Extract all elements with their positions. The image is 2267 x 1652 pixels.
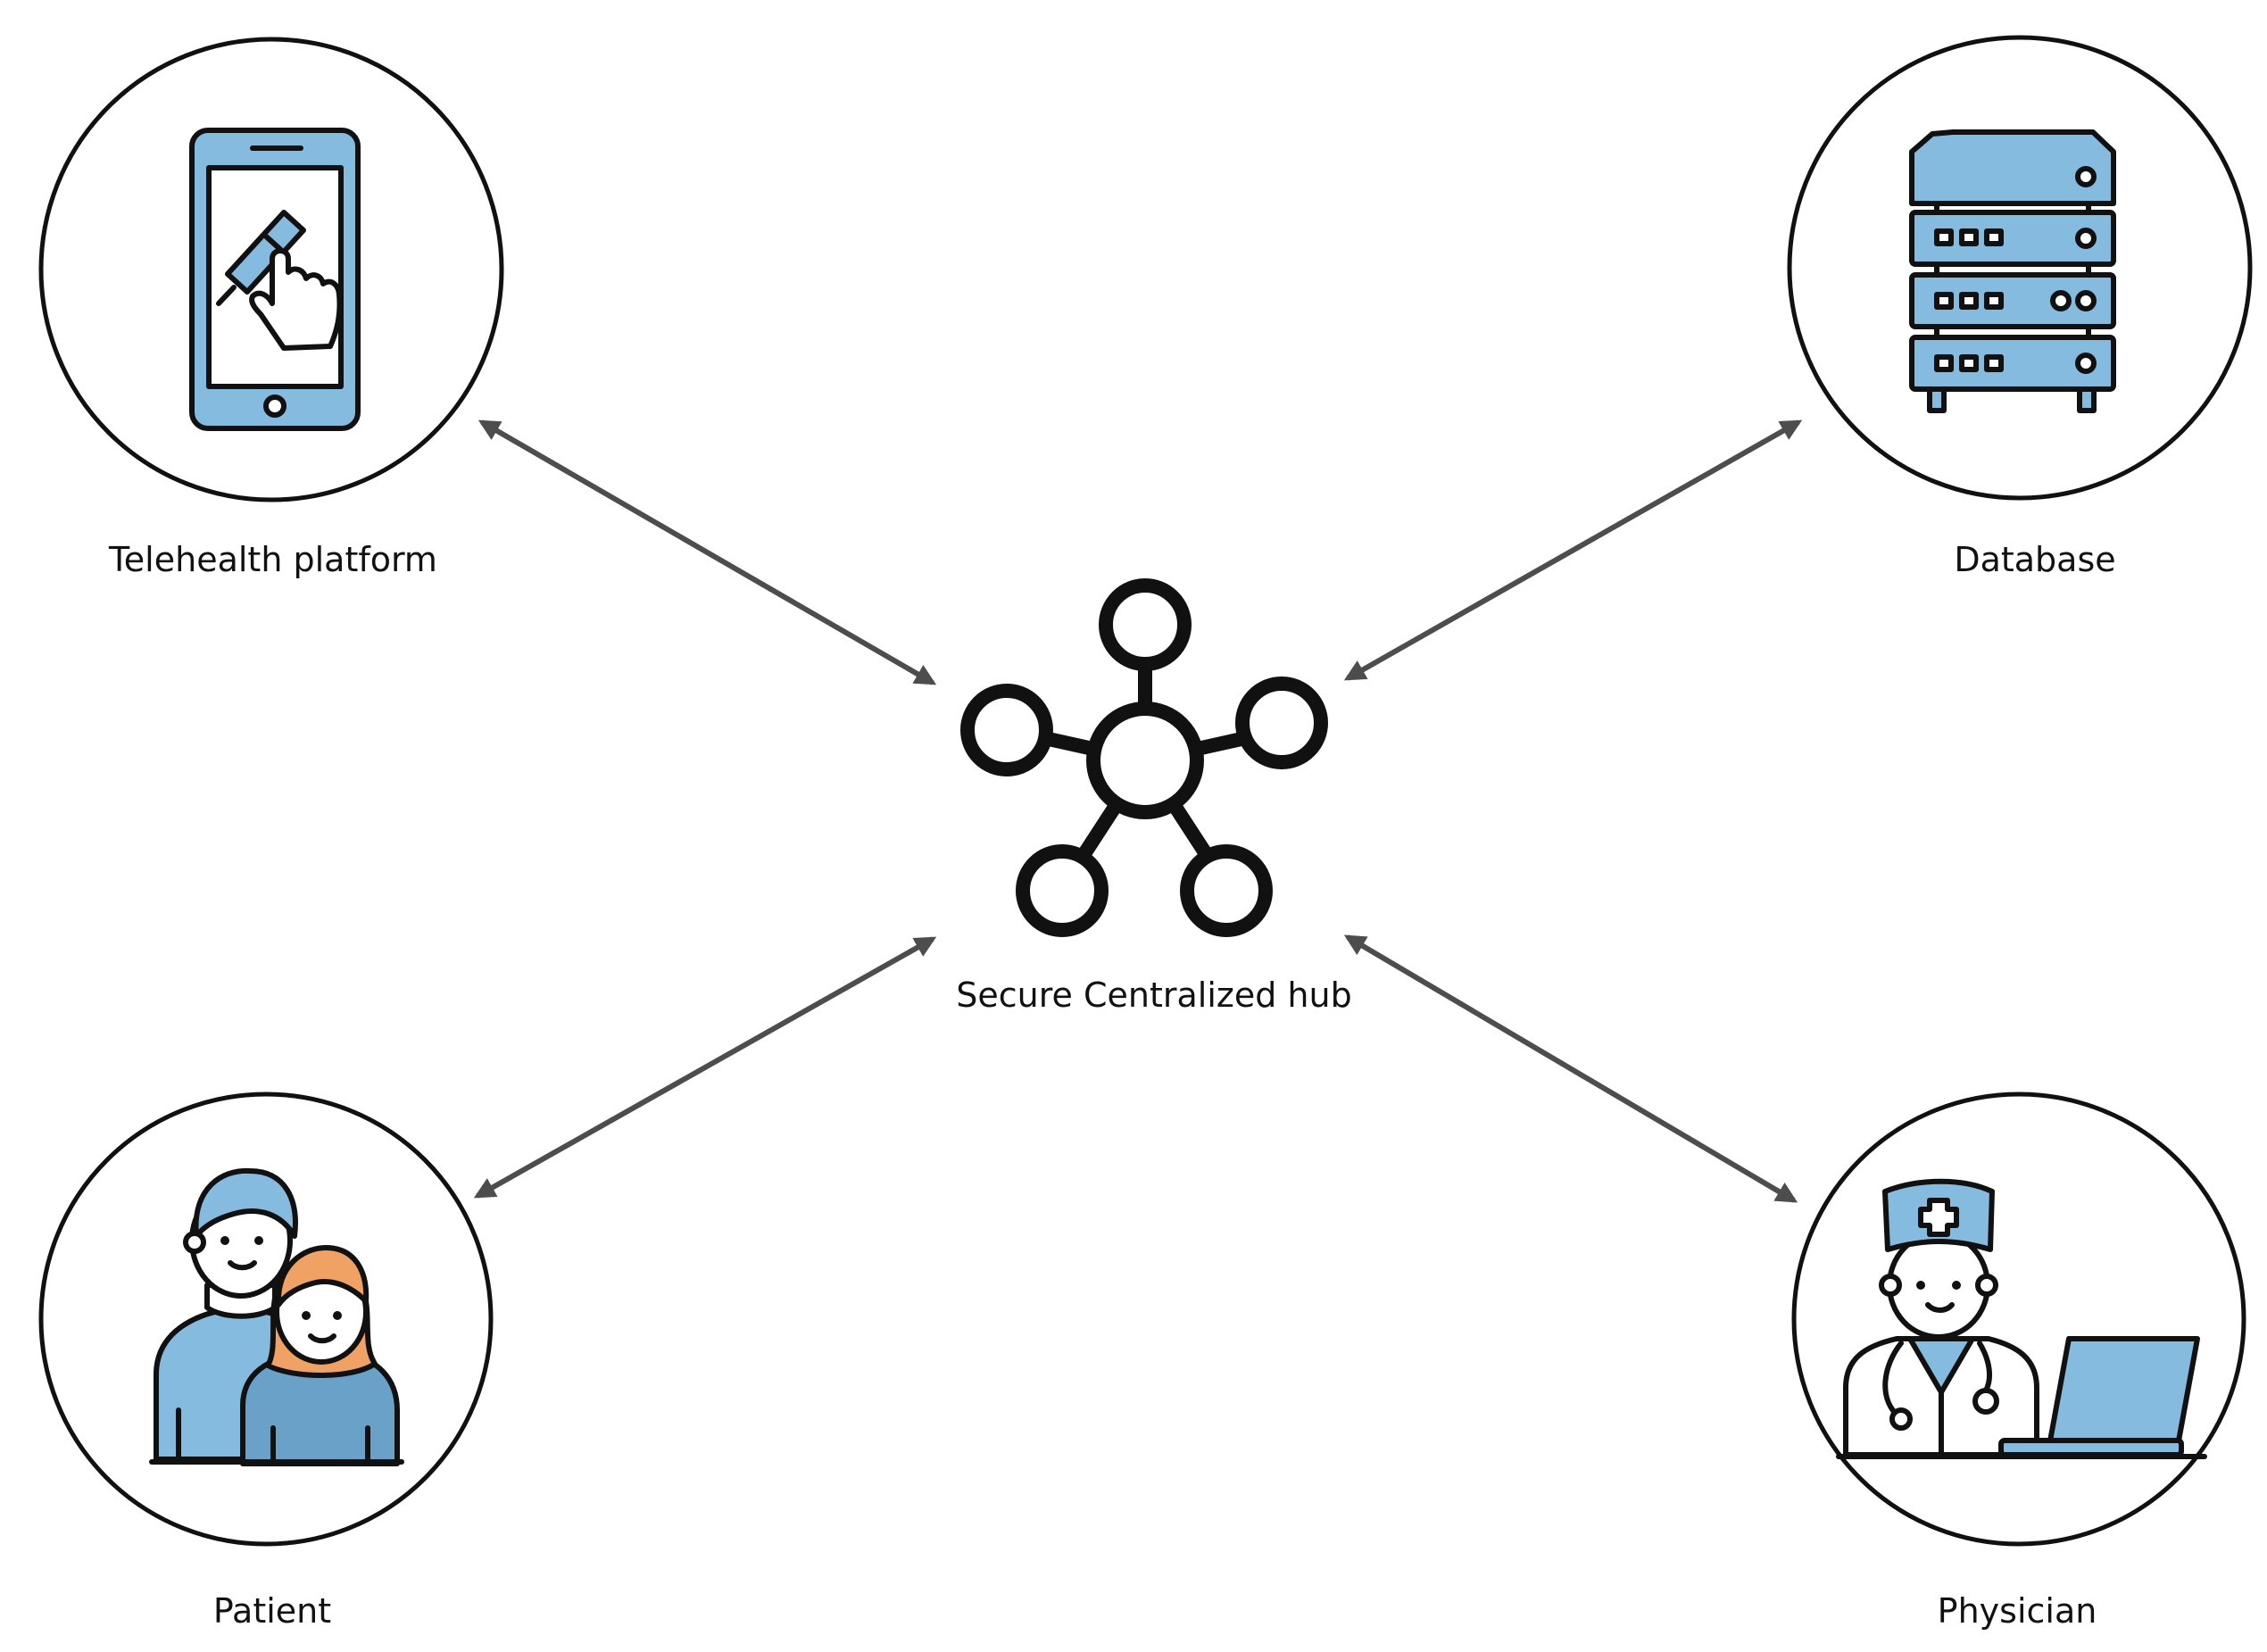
connection-patient-hub bbox=[473, 936, 937, 1199]
connection-physician-hub bbox=[1343, 934, 1798, 1203]
node-label-database: Database bbox=[1954, 540, 2115, 579]
hub-label: Secure Centralized hub bbox=[956, 975, 1351, 1015]
connections bbox=[473, 419, 1803, 1203]
node-label-physician: Physician bbox=[1938, 1591, 2097, 1631]
node-label-telehealth: Telehealth platform bbox=[108, 540, 437, 579]
node-label-patient: Patient bbox=[213, 1591, 331, 1631]
node-circle bbox=[1791, 1092, 2246, 1547]
connection-database-hub bbox=[1343, 419, 1803, 681]
node-telehealth: Telehealth platform bbox=[38, 37, 504, 579]
node-circle bbox=[1787, 35, 2253, 501]
doctor-laptop-icon bbox=[1836, 1178, 2207, 1459]
connection-telehealth-hub bbox=[477, 419, 937, 685]
two-people-icon bbox=[149, 1167, 404, 1466]
network-hub-icon bbox=[960, 578, 1328, 937]
node-patient: Patient bbox=[38, 1092, 494, 1631]
hub-node: Secure Centralized hub bbox=[956, 578, 1352, 1015]
node-database: Database bbox=[1787, 35, 2253, 579]
server-rack-icon bbox=[1909, 129, 2116, 413]
smartphone-touch-icon bbox=[189, 128, 361, 431]
node-physician: Physician bbox=[1791, 1092, 2246, 1631]
